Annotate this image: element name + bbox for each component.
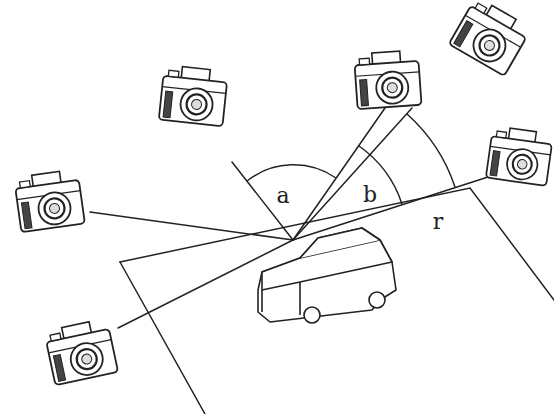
angle-label-box: r (432, 211, 445, 233)
ground-plane (120, 188, 554, 414)
camera-symbols (14, 0, 553, 385)
view-lines (90, 108, 488, 328)
angle-label-box: a (275, 185, 290, 207)
angle-label: a (275, 185, 290, 207)
angle-label-box: b (362, 184, 378, 206)
angle-label: r (432, 211, 445, 233)
car (258, 228, 396, 323)
angle-label: b (362, 184, 378, 206)
